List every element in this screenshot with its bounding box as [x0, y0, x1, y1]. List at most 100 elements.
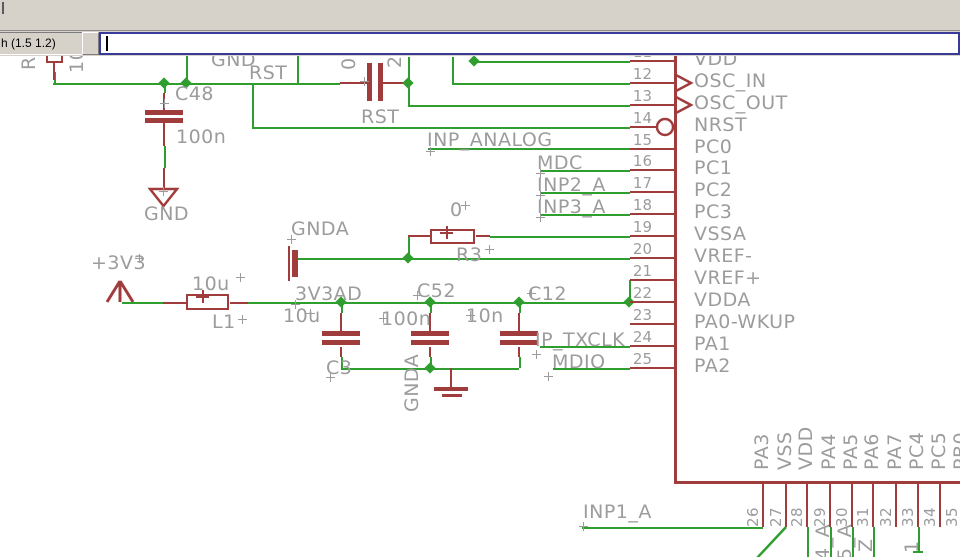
part-segment[interactable] — [378, 63, 383, 101]
part-segment[interactable] — [674, 481, 960, 484]
wire-segment[interactable] — [430, 302, 432, 313]
plus3v3-symbol-icon[interactable] — [105, 280, 135, 303]
wire-segment[interactable] — [341, 302, 343, 313]
pin-stub[interactable] — [630, 126, 657, 128]
part-segment[interactable] — [367, 63, 372, 101]
net-label-rotated[interactable]: 10 — [66, 56, 88, 73]
pin-stub[interactable] — [630, 60, 675, 62]
pin-stub[interactable] — [630, 104, 675, 106]
pin-stub[interactable] — [895, 482, 897, 527]
net-label-rotated[interactable]: GNDA — [401, 353, 423, 412]
part-segment[interactable] — [518, 347, 520, 357]
wire-segment[interactable] — [540, 170, 630, 172]
wire-segment[interactable] — [122, 302, 163, 304]
net-label[interactable]: R3 — [456, 244, 483, 266]
part-segment[interactable] — [383, 82, 408, 84]
wire-segment[interactable] — [452, 83, 630, 85]
part-segment[interactable] — [163, 123, 165, 146]
part-segment[interactable] — [476, 235, 490, 237]
part-segment[interactable] — [429, 313, 431, 331]
net-label[interactable]: 0 — [450, 199, 463, 221]
part-segment[interactable] — [340, 313, 342, 331]
pin-stub[interactable] — [872, 482, 874, 527]
net-label[interactable]: 100n — [176, 126, 227, 148]
pin-stub[interactable] — [630, 235, 675, 237]
part-segment[interactable] — [434, 387, 468, 391]
wire-segment[interactable] — [452, 57, 454, 83]
wire-segment[interactable] — [474, 61, 630, 63]
net-label-rotated[interactable]: 2 — [384, 56, 406, 68]
pin-stub[interactable] — [630, 191, 675, 193]
net-label[interactable]: GNDA — [291, 218, 350, 240]
wire-segment[interactable] — [341, 357, 343, 368]
pin-stub[interactable] — [939, 482, 941, 527]
wire-segment[interactable] — [53, 83, 340, 85]
part-segment[interactable] — [53, 62, 55, 80]
pin-stub[interactable] — [630, 148, 675, 150]
part-segment[interactable] — [61, 56, 63, 62]
part-segment[interactable] — [411, 340, 449, 345]
part-segment[interactable] — [145, 110, 183, 115]
wire-segment[interactable] — [297, 56, 299, 83]
part-segment[interactable] — [340, 347, 342, 357]
net-label[interactable]: +3V3 — [91, 252, 147, 274]
part-segment[interactable] — [322, 340, 360, 345]
wire-segment[interactable] — [807, 527, 809, 557]
net-label[interactable]: MDC — [537, 152, 583, 174]
part-segment[interactable] — [322, 331, 360, 336]
net-label-rotated[interactable]: 0 — [338, 57, 360, 70]
wire-segment[interactable] — [519, 302, 521, 313]
part-segment[interactable] — [145, 118, 183, 123]
wire-segment[interactable] — [582, 527, 763, 529]
part-segment[interactable] — [288, 246, 290, 281]
part-segment[interactable] — [46, 56, 48, 62]
component-body[interactable] — [186, 294, 229, 310]
net-label[interactable]: IP_TXCLK — [535, 329, 626, 351]
net-label[interactable]: 3V3AD — [295, 283, 363, 305]
wire-diagonal[interactable] — [756, 526, 787, 557]
pin-stub[interactable] — [917, 482, 919, 527]
net-label[interactable]: RST — [361, 106, 400, 128]
wire-segment[interactable] — [297, 258, 630, 260]
net-label[interactable]: 10u — [192, 273, 230, 295]
net-label[interactable]: C12 — [528, 283, 567, 305]
wire-segment[interactable] — [540, 192, 630, 194]
net-label[interactable]: C52 — [417, 280, 456, 302]
part-segment[interactable] — [408, 235, 430, 237]
net-label[interactable]: 10u — [283, 305, 321, 327]
wire-segment[interactable] — [248, 302, 629, 304]
pin-stub[interactable] — [630, 257, 675, 259]
part-segment[interactable] — [230, 302, 248, 304]
part-segment[interactable] — [411, 331, 449, 336]
net-label-rotated[interactable]: 1 — [901, 540, 923, 553]
wire-segment[interactable] — [540, 346, 630, 348]
wire-segment[interactable] — [913, 551, 923, 553]
wire-segment[interactable] — [629, 280, 631, 302]
net-label[interactable]: INP1_A — [583, 501, 652, 523]
net-label[interactable]: RST — [249, 62, 288, 84]
pin-stub[interactable] — [630, 82, 675, 84]
pin-stub[interactable] — [630, 213, 675, 215]
part-segment[interactable] — [500, 340, 538, 345]
net-label[interactable]: C48 — [175, 83, 214, 105]
pin-stub[interactable] — [806, 482, 808, 527]
pin-stub[interactable] — [851, 482, 853, 527]
wire-segment[interactable] — [252, 127, 630, 129]
net-label[interactable]: MDIO — [552, 351, 606, 373]
wire-segment[interactable] — [540, 214, 630, 216]
wire-segment[interactable] — [428, 148, 630, 150]
net-label-rotated[interactable]: 4_A — [812, 523, 834, 557]
pin-stub[interactable] — [630, 301, 675, 303]
part-segment[interactable] — [163, 168, 165, 189]
pin-stub[interactable] — [630, 367, 675, 369]
part-segment[interactable] — [674, 56, 677, 484]
net-label[interactable]: 100n — [381, 308, 432, 330]
net-label[interactable]: C3 — [326, 357, 353, 379]
part-segment[interactable] — [340, 82, 368, 84]
part-segment[interactable] — [292, 250, 298, 277]
wire-segment[interactable] — [852, 527, 854, 557]
part-segment[interactable] — [163, 302, 186, 304]
wire-segment[interactable] — [408, 236, 410, 258]
wire-segment[interactable] — [408, 105, 630, 107]
